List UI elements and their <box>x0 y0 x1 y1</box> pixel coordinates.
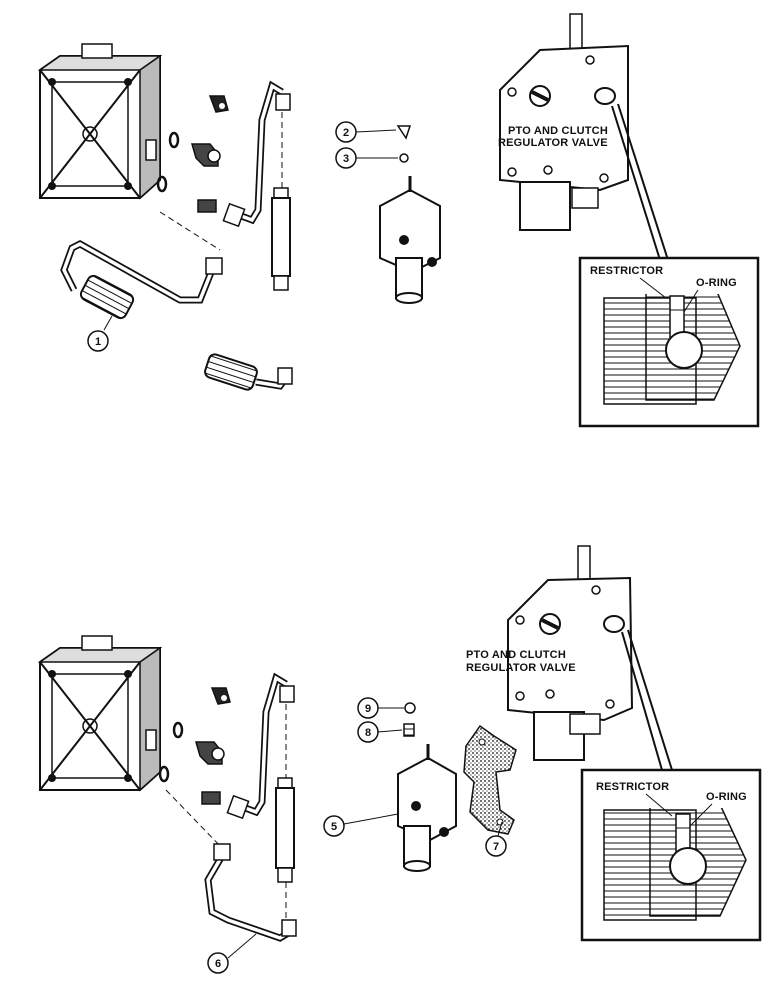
valve-block-housing-top <box>37 43 163 200</box>
straight-fitting-top <box>197 199 217 213</box>
callout-8-number: 8 <box>365 727 371 739</box>
callout-5: 5 <box>323 813 399 837</box>
valve-label-line2-bottom: REGULATOR VALVE <box>466 662 576 674</box>
o-ring-label-bottom: O-RING <box>706 791 747 803</box>
restrictor-label-top: RESTRICTOR <box>590 265 663 277</box>
gasket <box>463 724 517 835</box>
strainer-screen-top <box>79 274 135 320</box>
filter-tube-top <box>271 112 291 291</box>
callout-3-number: 3 <box>343 153 349 165</box>
elbow-fitting-bottom <box>195 741 225 765</box>
tube-lower-bottom <box>165 789 297 942</box>
callout-8: 8 <box>357 721 415 743</box>
elbow-fitting-top <box>191 143 221 167</box>
tube-upper-top <box>222 80 291 228</box>
bottom-view: 9 8 5 <box>37 545 762 974</box>
valve-label-line1-top: PTO AND CLUTCH <box>508 125 608 137</box>
o-rings-top <box>156 131 180 193</box>
valve-label-line1-bottom: PTO AND CLUTCH <box>466 649 566 661</box>
o-ring-label-top: O-RING <box>696 277 737 289</box>
tube-lower-top <box>60 211 223 304</box>
regulator-valve-plate-bottom: PTO AND CLUTCH REGULATOR VALVE <box>466 545 673 771</box>
tube-upper-bottom <box>226 672 295 820</box>
top-view: 1 2 3 <box>37 13 760 428</box>
restrictor-label-bottom: RESTRICTOR <box>596 781 669 793</box>
callout-5-number: 5 <box>331 821 337 833</box>
valve-label-line2-top: REGULATOR VALVE <box>498 137 608 149</box>
valve-body-bottom <box>397 744 457 872</box>
filter-tube-bottom <box>275 704 295 920</box>
callout-7-number: 7 <box>493 841 499 853</box>
callout-1: 1 <box>87 315 113 352</box>
straight-fitting-bottom <box>201 791 221 805</box>
small-clamp-top <box>208 95 229 113</box>
callout-3: 3 <box>335 147 409 169</box>
callout-1-number: 1 <box>95 336 101 348</box>
strainer-elbow-top <box>204 353 293 391</box>
valve-block-housing-bottom <box>37 635 163 792</box>
regulator-valve-plate-top: PTO AND CLUTCH REGULATOR VALVE <box>498 13 669 261</box>
callout-9-number: 9 <box>365 703 371 715</box>
callout-2-number: 2 <box>343 127 349 139</box>
callout-2: 2 <box>335 121 412 143</box>
small-clamp-bottom <box>210 687 231 705</box>
callout-6: 6 <box>207 933 257 974</box>
valve-body-top <box>379 176 441 304</box>
callout-7: 7 <box>485 821 507 857</box>
o-rings-bottom <box>158 721 184 783</box>
inset-detail-top: RESTRICTOR O-RING <box>578 256 760 428</box>
callout-6-number: 6 <box>215 958 221 970</box>
inset-detail-bottom: RESTRICTOR O-RING <box>580 768 762 942</box>
callout-9: 9 <box>357 697 416 719</box>
